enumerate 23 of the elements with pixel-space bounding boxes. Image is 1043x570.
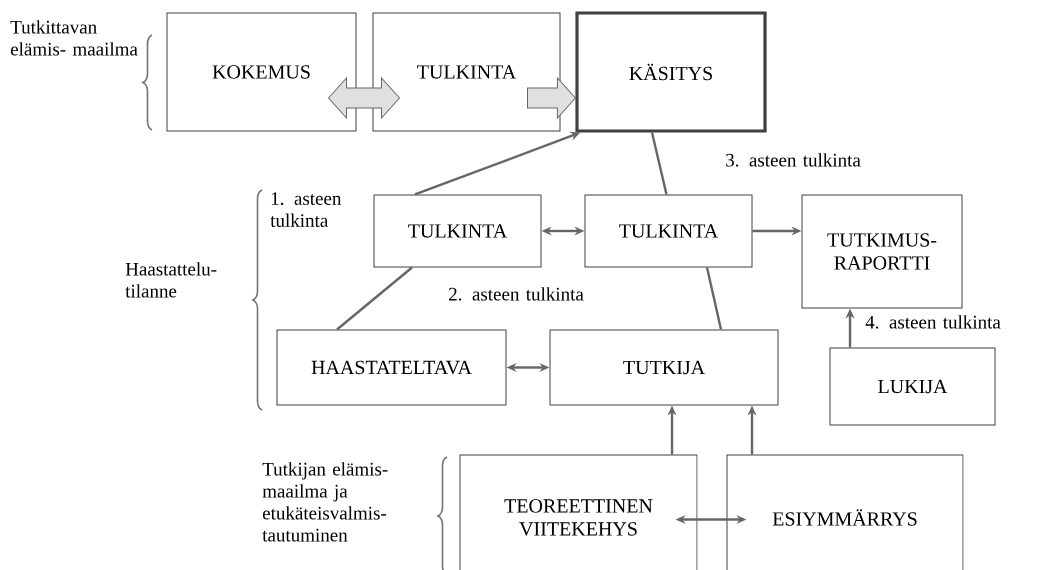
block-arrow — [328, 77, 400, 119]
annotation: 4. asteen tulkinta — [865, 315, 1001, 329]
process-box: ESIYMMÄRRYS — [726, 454, 964, 570]
process-box: LUKIJA — [829, 347, 996, 426]
process-box: TULKINTA — [584, 194, 753, 268]
line — [705, 267, 723, 330]
line — [336, 266, 413, 331]
annotation: Tutkijan elämis- maailma ja etukäteisvalmis- tautuminen — [262, 462, 388, 542]
process-box: TULKINTA — [373, 194, 542, 268]
annotation: Haastattelu- tilanne — [125, 262, 217, 298]
annotation: 1. asteen tulkinta — [270, 192, 342, 227]
annotation: 2. asteen tulkinta — [449, 287, 584, 301]
block-arrow — [527, 77, 576, 119]
line — [650, 132, 668, 195]
process-box: TUTKIMUS- RAPORTTI — [801, 194, 963, 309]
process-box: TULKINTA — [372, 12, 561, 132]
process-box: TUTKIJA — [549, 329, 779, 406]
process-box: KOKEMUS — [166, 12, 357, 132]
process-box: KÄSITYS — [575, 11, 767, 133]
process-box: TEOREETTINEN VIITEKEHYS — [459, 454, 698, 570]
process-box: HAASTATELTAVA — [276, 329, 507, 406]
annotation: 3. asteen tulkinta — [726, 153, 861, 167]
annotation: Tutkittavan elämis- maailma — [10, 20, 138, 56]
